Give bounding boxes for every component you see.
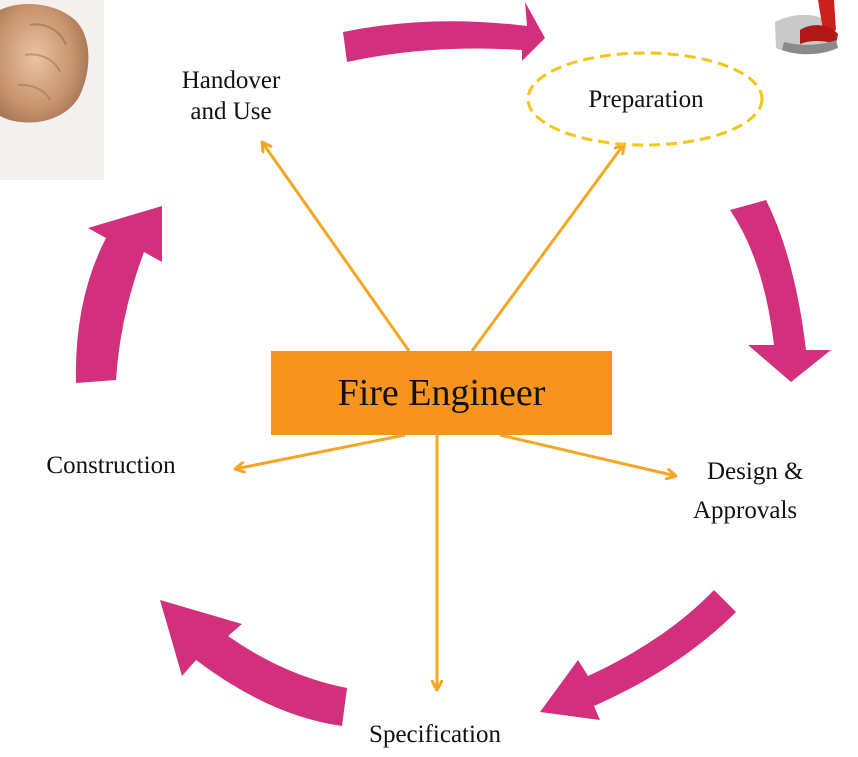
cycle-arrow-handover-to-preparation (343, 2, 545, 62)
spoke-arrows (235, 142, 676, 690)
stage-design-label: Design & Approvals (693, 452, 858, 530)
handshake-photo (0, 0, 104, 180)
cycle-arrow-construction-to-handover (75, 206, 162, 383)
stage-construction-label: Construction (46, 452, 176, 479)
fire-engineer-label: Fire Engineer (337, 372, 546, 414)
fire-engineer-box: Fire Engineer (271, 351, 612, 435)
spoke-arrow-construction (235, 433, 406, 469)
red-figure-clipart (775, 0, 838, 55)
spoke-arrow-design (499, 433, 676, 476)
stage-handover-label: Handover and Use (156, 65, 306, 127)
stage-design-line1: Design & (707, 458, 804, 485)
stage-handover-line2: and Use (190, 98, 272, 125)
preparation-highlight-ellipse (526, 51, 764, 147)
stage-specification-label: Specification (369, 721, 501, 748)
stage-design-line2: Approvals (693, 497, 798, 524)
cycle-arrow-preparation-to-design (730, 200, 831, 382)
spoke-arrow-handover (262, 142, 411, 352)
stage-handover-line1: Handover (181, 67, 281, 94)
stage-preparation-label: Preparation (588, 86, 704, 113)
cycle-arrow-design-to-specification (540, 590, 736, 720)
spoke-arrow-preparation (470, 144, 624, 352)
cycle-arrow-specification-to-construction (160, 600, 347, 726)
